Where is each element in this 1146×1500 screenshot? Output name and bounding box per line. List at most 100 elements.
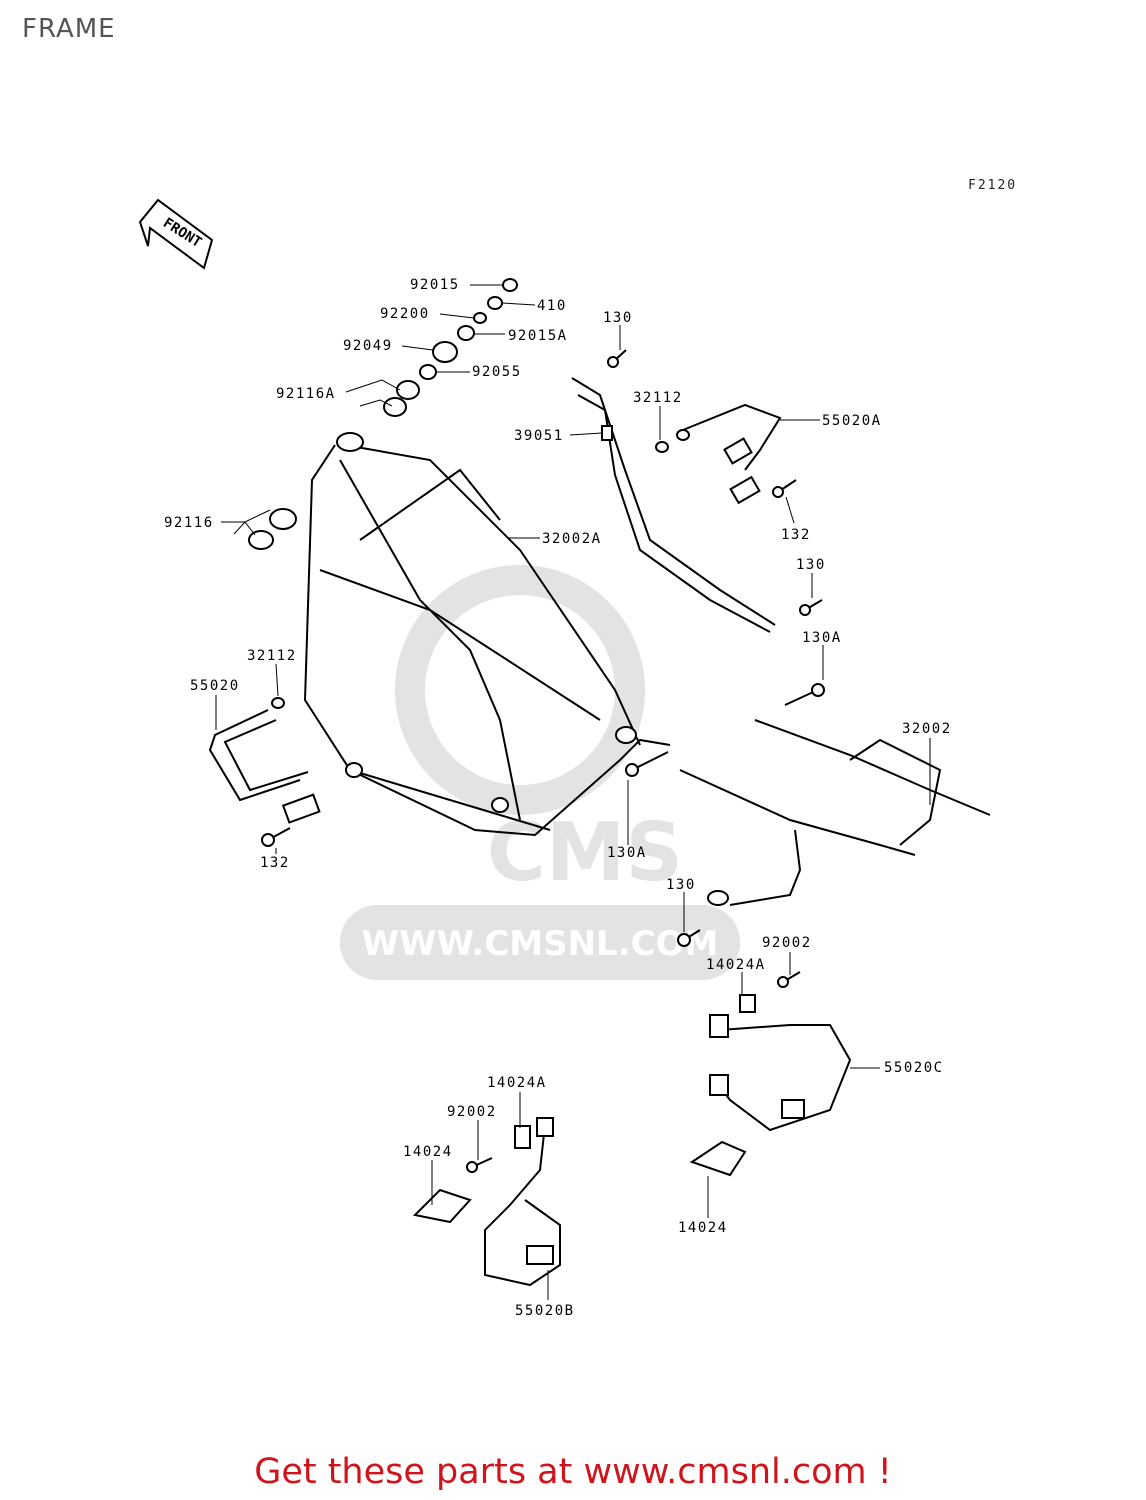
cover-14024-right — [689, 1140, 747, 1177]
label-14024a-right: 14024A — [706, 957, 766, 973]
label-55020b: 55020B — [515, 1303, 575, 1319]
label-14024-right: 14024 — [678, 1220, 728, 1236]
guard-55020c-tab-upper — [709, 1014, 729, 1038]
footer-link-text[interactable]: Get these parts at www.cmsnl.com ! — [254, 1452, 892, 1492]
guard-55020a-tube — [677, 403, 782, 471]
label-132-left: 132 — [260, 855, 290, 871]
bearing-race-92116a-lower — [383, 397, 407, 417]
seal-92049 — [432, 341, 458, 363]
label-32112-left: 32112 — [247, 648, 297, 664]
bearing-race-92116a-upper — [396, 380, 420, 400]
front-direction-arrow: FRONT — [138, 198, 214, 270]
oring-92055 — [419, 364, 437, 380]
label-55020a: 55020A — [822, 413, 882, 429]
bolt-130-mid — [799, 599, 823, 616]
subframe-lower-rail — [679, 769, 916, 856]
frame-mid-rail — [319, 569, 601, 721]
part-labels: 92015 410 92200 92015A 92049 92055 92116… — [164, 277, 952, 1319]
rail-clip-39051 — [601, 425, 613, 441]
label-132-top: 132 — [781, 527, 811, 543]
guard-55020b-tab — [536, 1117, 554, 1137]
bolt-130-upper — [607, 349, 627, 368]
bolt-92002-right — [777, 971, 801, 988]
watermark: CMS WWW.CMSNL.COM — [340, 565, 740, 980]
label-130a-top: 130A — [802, 630, 842, 646]
subframe-bracket — [849, 738, 942, 846]
label-14024a-left: 14024A — [487, 1075, 547, 1091]
guard-55020-tube-inner — [223, 719, 309, 792]
bolts — [261, 349, 825, 1173]
bearing-race-92116-lower — [248, 530, 274, 550]
label-92015a: 92015A — [508, 328, 568, 344]
label-14024-left: 14024 — [403, 1144, 453, 1160]
bearing-race-92116-upper — [269, 508, 297, 530]
label-92116a: 92116A — [276, 386, 336, 402]
guard-55020b — [412, 1117, 561, 1287]
figure-code: F2120 — [968, 178, 1018, 193]
frame-lower-boss — [491, 797, 509, 813]
watermark-logo-inner — [425, 595, 615, 785]
guard-55020c-bracket — [781, 1099, 805, 1119]
page-title: FRAME — [22, 14, 116, 44]
label-92200: 92200 — [380, 306, 430, 322]
label-410: 410 — [537, 298, 567, 314]
frame-pivot-boss — [615, 726, 637, 744]
label-130-top: 130 — [603, 310, 633, 326]
guard-55020 — [208, 697, 321, 824]
leader-lines — [215, 284, 931, 1300]
frame-outline-lower — [303, 444, 671, 837]
rear-subframe-32002 — [679, 719, 991, 906]
guard-55020b-bracket — [526, 1245, 554, 1265]
label-92002-left: 92002 — [447, 1104, 497, 1120]
label-39051: 39051 — [514, 428, 564, 444]
front-arrow-shape — [138, 198, 214, 270]
guard-55020b-tube — [484, 1124, 561, 1287]
cap-32112-lower — [271, 697, 285, 709]
cover-14024-left — [412, 1188, 472, 1224]
watermark-url: WWW.CMSNL.COM — [362, 924, 719, 964]
bolt-130-lower — [677, 929, 701, 947]
bolt-92002-left — [466, 1157, 493, 1173]
frame-bottom-rail — [349, 769, 551, 831]
subframe-foot — [707, 890, 729, 906]
subframe-drop-bracket — [729, 829, 802, 906]
guard-55020-mount — [281, 793, 321, 824]
cap-32112-upper — [655, 441, 669, 453]
label-130a-bottom: 130A — [607, 845, 647, 861]
guard-55020a-mount — [729, 475, 761, 505]
label-92002-right: 92002 — [762, 935, 812, 951]
frame-top-tube — [344, 444, 641, 746]
label-55020: 55020 — [190, 678, 240, 694]
rail-upper-tube — [571, 377, 776, 626]
guard-55020-tube — [208, 709, 301, 802]
frame-down-tube — [339, 459, 521, 821]
watermark-url-pill — [340, 905, 740, 980]
label-92049: 92049 — [343, 338, 393, 354]
nut-92015 — [502, 278, 518, 292]
label-130-mid: 130 — [796, 557, 826, 573]
label-92055: 92055 — [472, 364, 522, 380]
frame-rail-39051 — [571, 377, 776, 633]
guard-55020c-tab-lower — [709, 1074, 729, 1096]
frame-gusset — [359, 468, 501, 541]
label-92015: 92015 — [410, 277, 460, 293]
steering-head-tube — [336, 432, 364, 452]
label-32002: 32002 — [902, 721, 952, 737]
damper-14024a-left — [514, 1125, 531, 1149]
guard-55020c — [689, 994, 852, 1177]
guard-55020a-bracket — [723, 437, 753, 465]
washer-410 — [487, 296, 503, 310]
label-92116: 92116 — [164, 515, 214, 531]
frame-front-boss — [345, 762, 363, 778]
guard-55020c-tube — [714, 1024, 852, 1132]
main-frame-32002a — [303, 432, 671, 837]
rail-lower-tube — [577, 394, 771, 633]
bolt-130a-upper — [784, 683, 825, 706]
damper-14024a-right — [739, 994, 756, 1013]
label-32112-top: 32112 — [633, 390, 683, 406]
label-55020c: 55020C — [884, 1060, 944, 1076]
bolt-132-upper — [772, 479, 797, 498]
nut-92015a — [457, 325, 475, 341]
